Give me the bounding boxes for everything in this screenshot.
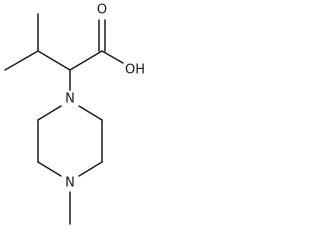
hydroxyl-label: OH (125, 63, 145, 78)
bond-c-oh (101, 50, 124, 64)
bond-c6-n1 (78, 105, 103, 121)
atom-labels: O OH N N (65, 3, 145, 191)
bond-n4-c5 (78, 161, 103, 177)
nitrogen-label-1: N (65, 92, 75, 107)
bond-c3-n4 (37, 161, 62, 177)
bond-ch3a-ch (4, 50, 39, 71)
bond-n1-c2 (37, 105, 62, 121)
structure-diagram: O OH N N (4, 3, 145, 225)
bond-ch-calpha (37, 50, 71, 71)
bond-calpha-ccarboxyl (69, 50, 103, 71)
nitrogen-label-4: N (65, 176, 75, 191)
oxygen-label: O (97, 3, 107, 18)
bonds (4, 13, 124, 225)
